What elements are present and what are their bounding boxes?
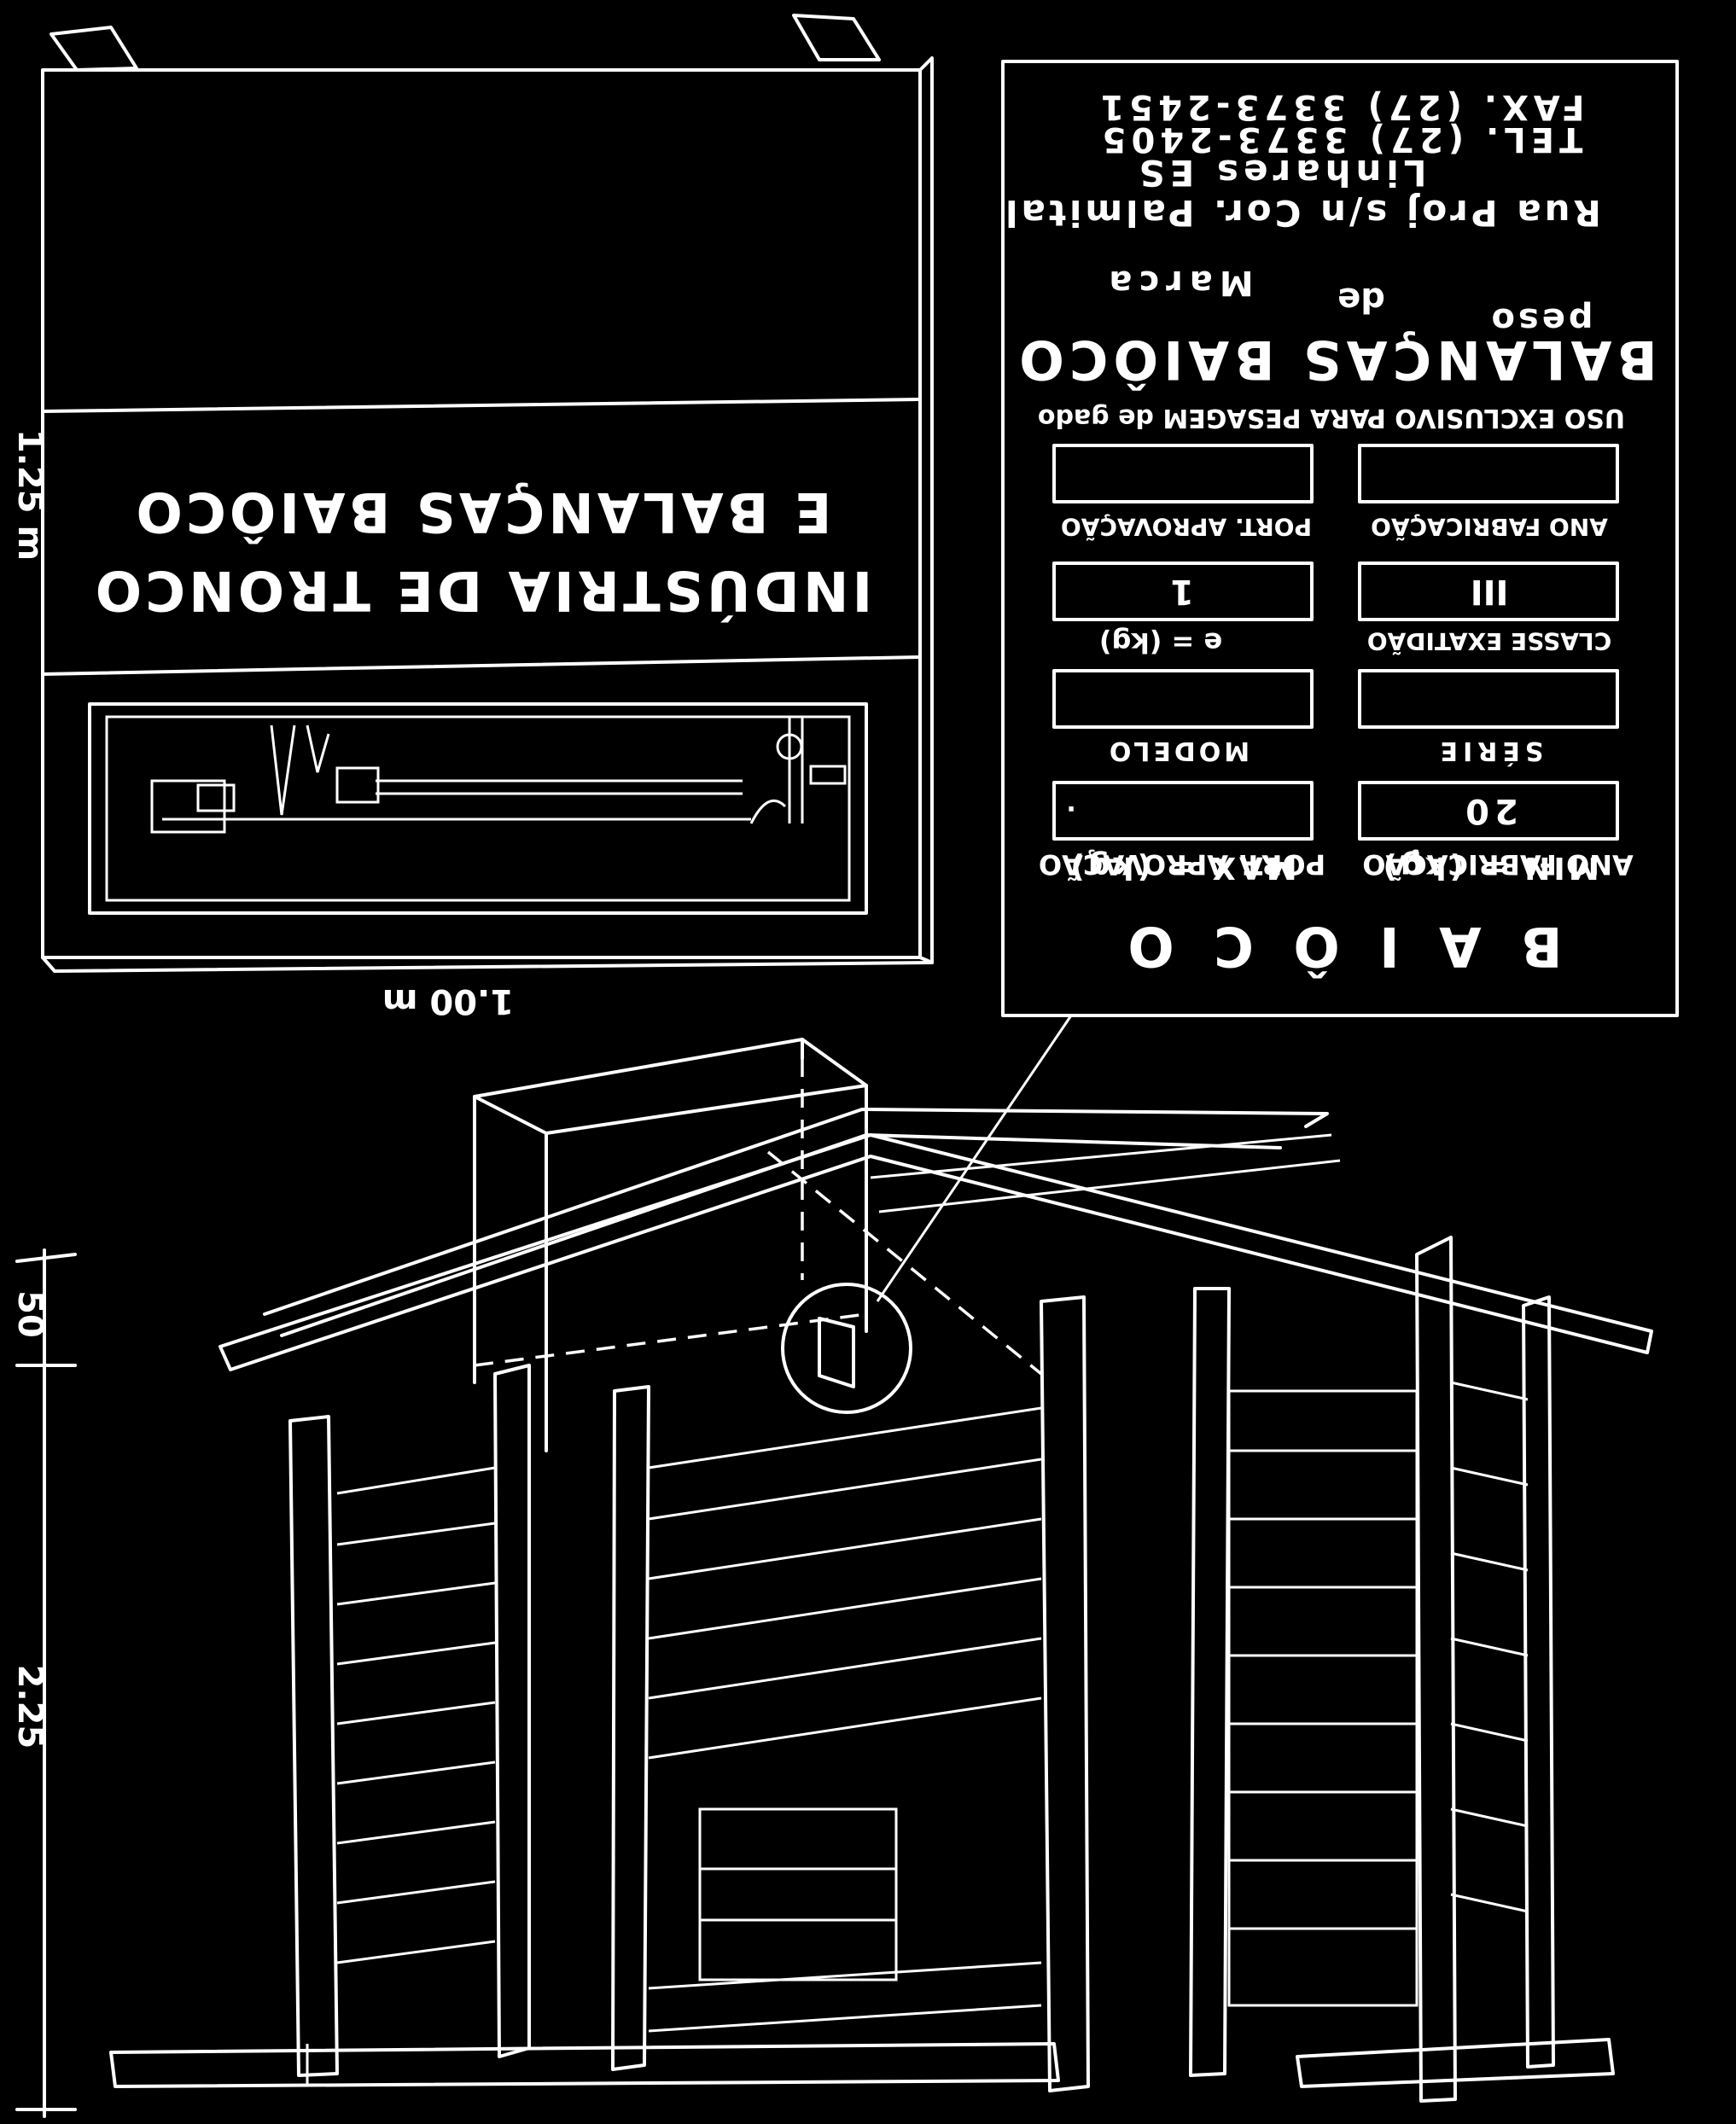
scale-beam-icon bbox=[150, 717, 847, 834]
plate-city: Linhares ES bbox=[1133, 152, 1426, 194]
dimension-lines: 50 2.25 bbox=[10, 1248, 77, 2118]
plate-value-classe: III bbox=[1471, 572, 1509, 611]
center-wall-planks bbox=[648, 1406, 1042, 2033]
plate-label-ano: ANO FABRICAÇÃO bbox=[1371, 513, 1608, 542]
magnifier-circle bbox=[781, 1283, 912, 1414]
banner-width-label: 1.00 m bbox=[382, 981, 514, 1021]
plate-label-classe: CLASSE EXATIDÃO bbox=[1367, 627, 1611, 656]
plate-usage: USO EXCLUSIVO PARA PESAGEM de gado bbox=[1038, 403, 1625, 433]
plate-fields: ANO FABRICAÇÃO PORT. APROVAÇÃO bbox=[1039, 848, 1634, 881]
plate-marca: Marca bbox=[1102, 263, 1253, 302]
banner-title-line2: E BALANÇAS BAIÔCO bbox=[133, 480, 832, 544]
plate-label-max: MAX = (kg) bbox=[1067, 850, 1296, 885]
right-gate-planks bbox=[1227, 1381, 1529, 2007]
plate-de: de bbox=[1337, 280, 1385, 319]
plate-field-label: PORT. APROVAÇÃO bbox=[1039, 848, 1325, 881]
plate-field-grid bbox=[1052, 444, 1619, 841]
left-wall-planks bbox=[336, 1466, 496, 1964]
plate-fax: FAX. (27) 3373-2451 bbox=[1095, 87, 1584, 126]
plate-peso: peso bbox=[1488, 300, 1593, 340]
banner-height-label: 1.25 m bbox=[10, 429, 50, 561]
plate-value-min: 20 bbox=[1460, 791, 1518, 830]
data-plate: B A I Ô C O ANO FABRICAÇÃO PORT. APROVAÇ… bbox=[876, 60, 1679, 1302]
cattle-chute-drawing bbox=[109, 1038, 1653, 2103]
dimension-main-label: 2.25 bbox=[10, 1665, 50, 1749]
plate-footer: B A I Ô C O bbox=[1117, 914, 1562, 979]
plate-label-modelo: MODELO bbox=[1106, 736, 1250, 765]
plate-field-label: ANO FABRICAÇÃO bbox=[1362, 848, 1633, 881]
sign-mount-block bbox=[473, 1038, 1043, 1452]
plate-label-e: e = (kg) bbox=[1099, 626, 1222, 659]
plate-value-e: 1 bbox=[1170, 572, 1194, 611]
plate-label-serie: SÉRIE bbox=[1436, 736, 1544, 766]
plate-label-min: MIN = (kg) bbox=[1379, 850, 1599, 885]
plate-address: Rua Proj s/n Cor. Palmital bbox=[1002, 192, 1601, 234]
dimension-top-label: 50 bbox=[10, 1290, 50, 1338]
plate-tel: TEL. (27) 3373-2405 bbox=[1098, 119, 1583, 159]
plate-value-max: . bbox=[1066, 800, 1075, 829]
plate-brand: BALANÇAS BAIÔCO bbox=[1014, 329, 1657, 391]
plate-label-port: PORT. APROVAÇÃO bbox=[1061, 513, 1312, 542]
banner-sign: INDÚSTRIA DE TRONCO E BALANÇAS BAIÔCO 1.… bbox=[10, 14, 934, 1021]
banner-title-line1: INDÚSTRIA DE TRONCO bbox=[92, 558, 873, 623]
